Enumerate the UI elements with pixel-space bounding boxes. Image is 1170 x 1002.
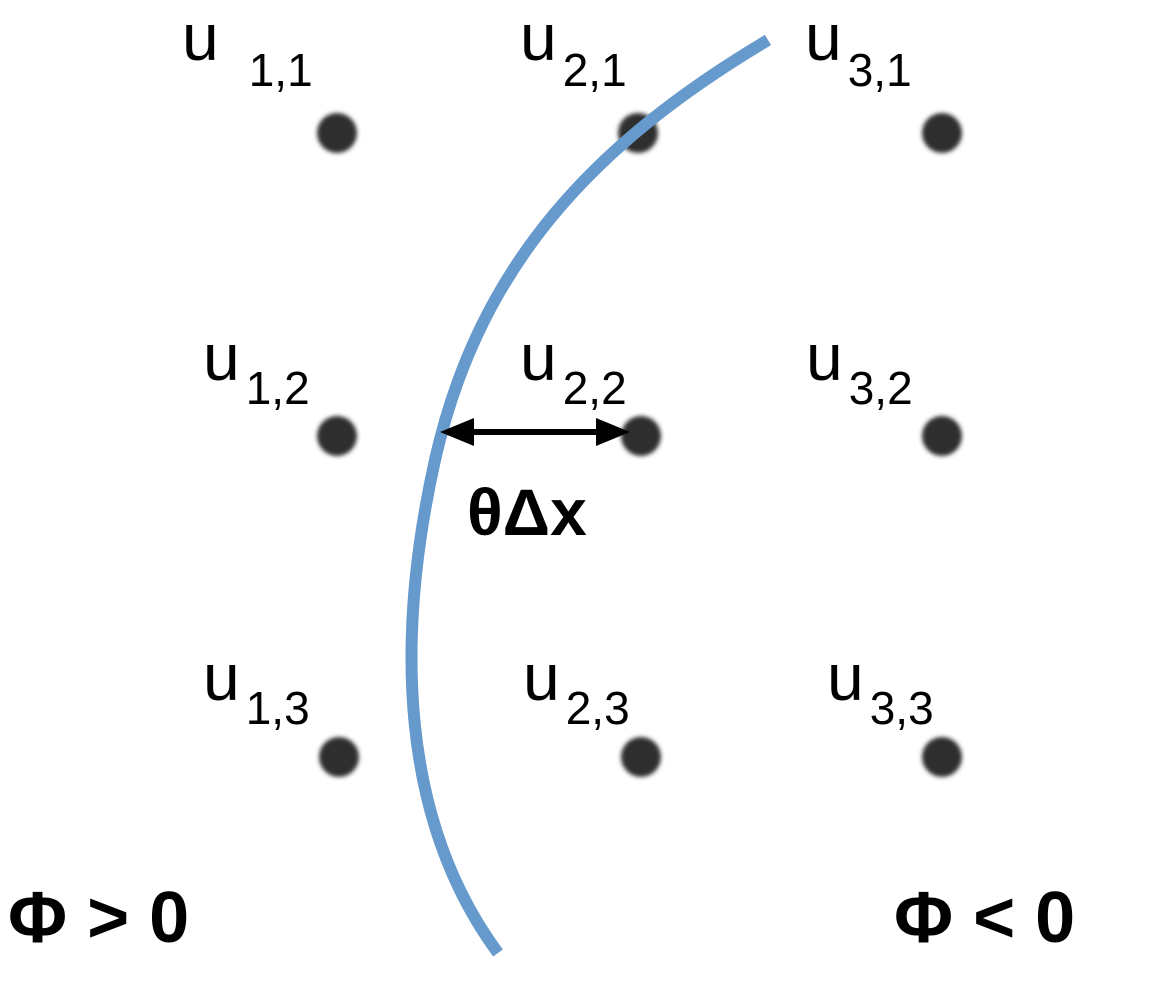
arrow-head-right	[596, 418, 630, 446]
grid-node-3-1	[922, 113, 962, 153]
double-headed-arrow-icon	[440, 418, 630, 446]
arrow-head-left	[440, 418, 474, 446]
grid-node-1-1	[317, 113, 357, 153]
grid-nodes	[317, 113, 962, 777]
grid-node-1-2	[317, 416, 357, 456]
grid-node-3-2	[922, 416, 962, 456]
distance-label: θΔx	[467, 475, 587, 549]
region-label-right: Φ < 0	[894, 878, 1075, 958]
region-label-left: Φ > 0	[8, 878, 189, 958]
grid-node-2-2	[621, 416, 661, 456]
grid-node-3-3	[922, 737, 962, 777]
grid-node-2-3	[621, 737, 661, 777]
interface-curve	[405, 34, 772, 957]
grid-node-1-3	[319, 737, 359, 777]
